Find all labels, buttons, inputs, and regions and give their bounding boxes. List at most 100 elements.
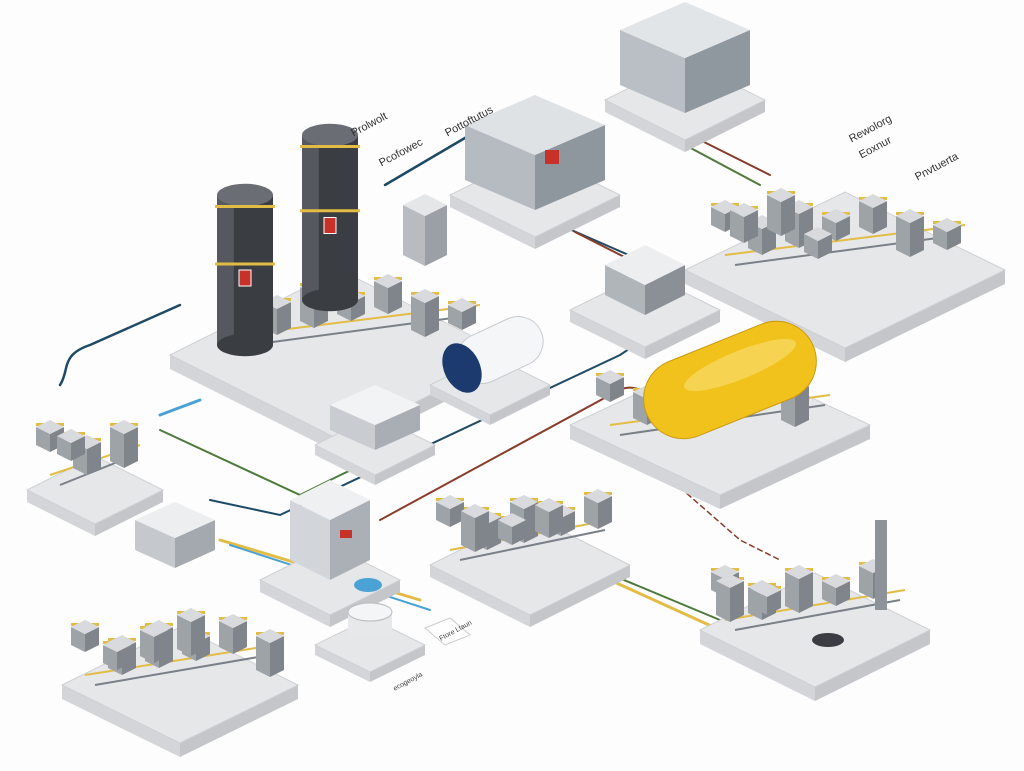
grey-pipe-rack bbox=[94, 654, 271, 686]
box-top bbox=[498, 513, 526, 527]
slab-right-face bbox=[685, 100, 765, 152]
box-top bbox=[374, 274, 402, 288]
slab-left-face bbox=[315, 445, 375, 485]
box-right bbox=[330, 500, 370, 580]
machine-unit bbox=[767, 188, 795, 236]
box-right bbox=[799, 572, 813, 613]
slab-right-face bbox=[375, 445, 435, 485]
box-right bbox=[85, 627, 99, 652]
machine-unit bbox=[822, 574, 850, 606]
pipeline-navy-left bbox=[58, 303, 182, 387]
box-top bbox=[822, 209, 850, 223]
box-right bbox=[475, 511, 489, 552]
slab-left-face bbox=[260, 580, 330, 627]
machine-unit bbox=[804, 227, 832, 259]
tower-left bbox=[215, 183, 275, 357]
box-top bbox=[140, 623, 168, 637]
box-left bbox=[859, 566, 873, 599]
box-right bbox=[947, 225, 961, 250]
box-top bbox=[767, 188, 795, 202]
machine-unit bbox=[785, 565, 813, 613]
box-left bbox=[620, 30, 685, 113]
box-right bbox=[561, 511, 575, 536]
machine-unit bbox=[498, 513, 526, 545]
tower-railing bbox=[300, 145, 360, 148]
slab-left-face bbox=[430, 385, 490, 425]
box-top bbox=[448, 298, 476, 312]
grey-pipe-rack bbox=[459, 529, 606, 561]
machine-unit bbox=[71, 620, 99, 652]
box-left bbox=[584, 496, 598, 529]
box-left bbox=[330, 405, 375, 450]
box-top bbox=[804, 227, 832, 241]
box-top bbox=[411, 289, 439, 303]
machine-unit bbox=[596, 370, 624, 402]
box-right bbox=[425, 205, 447, 266]
box-top bbox=[403, 194, 447, 216]
box-right bbox=[233, 621, 247, 654]
slab-left-face bbox=[170, 355, 340, 454]
box-right bbox=[87, 442, 101, 475]
slab-left-face bbox=[62, 685, 180, 757]
box-left bbox=[767, 195, 781, 236]
box-right bbox=[375, 405, 420, 450]
box-top bbox=[256, 629, 284, 643]
box-left bbox=[711, 207, 725, 232]
slab-left-face bbox=[27, 490, 95, 536]
box-left bbox=[859, 201, 873, 234]
grey-pipe-rack bbox=[734, 599, 901, 631]
box-top bbox=[584, 489, 612, 503]
box-top bbox=[36, 420, 64, 434]
machine-unit bbox=[716, 574, 744, 622]
box-left bbox=[730, 210, 744, 243]
slab-right-face bbox=[370, 645, 425, 682]
tower-right bbox=[300, 123, 360, 312]
box-right bbox=[175, 520, 215, 568]
box-right bbox=[645, 265, 685, 315]
box-left bbox=[933, 225, 947, 250]
box-top bbox=[535, 498, 563, 512]
box-right bbox=[154, 630, 168, 663]
box-top bbox=[110, 420, 138, 434]
box-right bbox=[610, 377, 624, 402]
tower-warning-panel bbox=[238, 269, 252, 287]
tower-base bbox=[302, 288, 358, 312]
pipeline-blue-left bbox=[158, 398, 202, 417]
box-right bbox=[425, 296, 439, 337]
slab-left-face bbox=[450, 195, 535, 249]
machine-unit bbox=[859, 194, 887, 234]
box-right bbox=[836, 216, 850, 241]
tower-railing bbox=[215, 262, 275, 266]
box-right bbox=[818, 234, 832, 259]
box-right bbox=[767, 590, 781, 615]
slab-right-face bbox=[845, 270, 1005, 362]
box-right bbox=[535, 125, 605, 210]
box-top bbox=[436, 495, 464, 509]
box-right bbox=[124, 427, 138, 468]
box-top bbox=[730, 203, 758, 217]
box-left bbox=[135, 520, 175, 568]
box-right bbox=[685, 30, 750, 113]
box-right bbox=[524, 502, 538, 543]
small-box-unit bbox=[135, 502, 215, 568]
box-left bbox=[498, 520, 512, 545]
top-container-module bbox=[620, 2, 750, 113]
machine-unit bbox=[535, 498, 563, 538]
tower-base bbox=[217, 333, 273, 357]
box-top bbox=[465, 95, 605, 155]
machine-unit bbox=[730, 203, 758, 243]
box-left bbox=[461, 511, 475, 552]
box-right bbox=[191, 615, 205, 656]
box-left bbox=[411, 296, 425, 337]
white-tank-endcap bbox=[442, 343, 482, 393]
box-right bbox=[71, 436, 85, 461]
box-right bbox=[117, 645, 131, 670]
control-building-red-badge bbox=[340, 530, 352, 538]
box-right bbox=[873, 201, 887, 234]
box-top bbox=[57, 429, 85, 443]
slab-left-face bbox=[570, 425, 720, 509]
machine-unit bbox=[753, 583, 781, 615]
slab-right-face bbox=[535, 195, 620, 249]
box-right bbox=[388, 281, 402, 314]
